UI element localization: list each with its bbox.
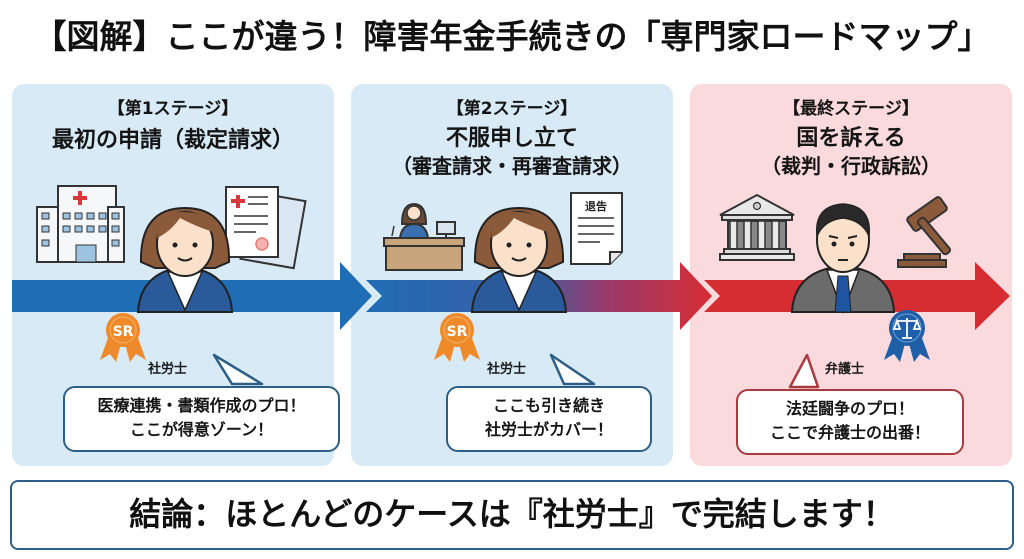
bubble-line: ここが得意ゾーン！: [129, 420, 274, 439]
stage-name: 不服申し立て: [445, 126, 578, 151]
bubble-line: ここで弁護士の出番！: [769, 423, 930, 442]
bubble-line: 法廷闘争のプロ！: [785, 399, 914, 418]
role-label: 弁護士: [825, 362, 865, 377]
bubble-line: ここも引き続き: [492, 396, 605, 415]
stage-subtitle: （裁判・行政訴訟）: [761, 154, 941, 178]
stage-label: 【第2ステージ】: [446, 99, 578, 119]
conclusion-box: 結論：ほとんどのケースは『社労士』で完結します！: [10, 480, 1014, 550]
stage-name: 最初の申請（裁定請求）: [51, 128, 294, 153]
page-title: 【図解】ここが違う！障害年金手続きの「専門家ロードマップ」: [33, 17, 991, 56]
role-label: 社労士: [487, 362, 527, 377]
stage-label: 【最終ステージ】: [783, 99, 919, 119]
role-label: 社労士: [148, 362, 188, 377]
bubble-line: 社労士がカバー！: [484, 420, 613, 439]
speech-bubble: 法廷闘争のプロ！ ここで弁護士の出番！: [736, 389, 964, 455]
stage-label: 【第1ステージ】: [107, 99, 239, 119]
speech-bubble: 医療連携・書類作成のプロ！ ここが得意ゾーン！: [63, 386, 340, 452]
bubble-line: 医療連携・書類作成のプロ！: [97, 396, 306, 415]
speech-bubble: ここも引き続き 社労士がカバー！: [446, 386, 652, 452]
stage-subtitle: （審査請求・再審査請求）: [392, 154, 632, 178]
stage-name: 国を訴える: [796, 126, 906, 151]
